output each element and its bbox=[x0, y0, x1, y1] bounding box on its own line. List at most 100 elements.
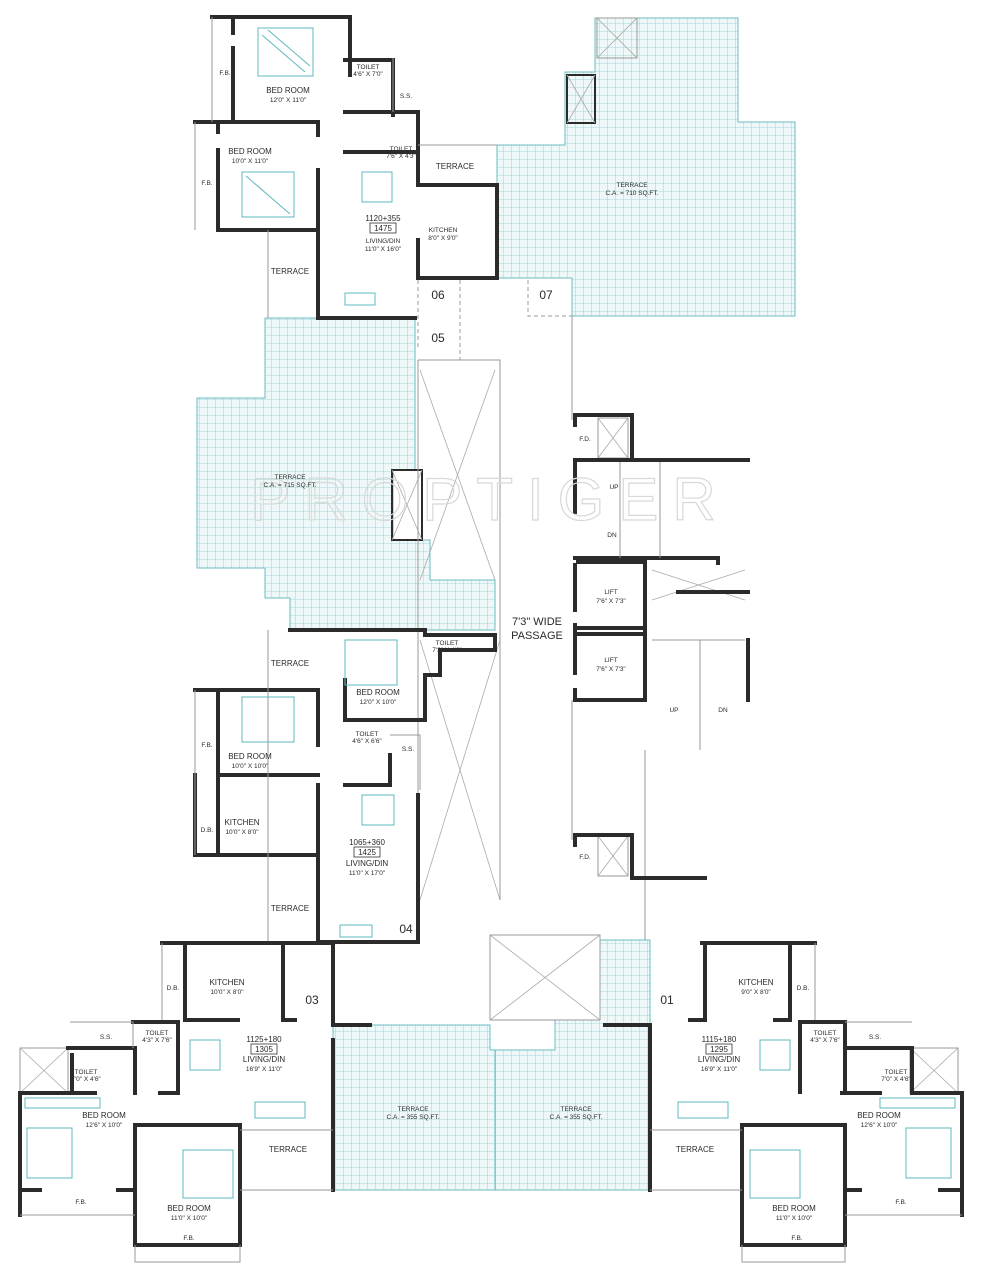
kitchen-label: KITCHEN bbox=[224, 818, 259, 827]
kitchen-size: 8'0" X 9'0" bbox=[428, 235, 458, 242]
living-size: 16'9" X 11'0" bbox=[701, 1066, 738, 1073]
fd-1-label: F.D. bbox=[579, 436, 591, 443]
passage-lines bbox=[417, 280, 646, 940]
living-size: 11'0" X 17'0" bbox=[349, 870, 386, 877]
total-area: 1305 bbox=[255, 1045, 273, 1054]
terrace-bottom-right-area bbox=[494, 939, 651, 1191]
terrace-1-label: TERRACE bbox=[271, 659, 309, 668]
terrace-05-label: TERRACE bbox=[274, 474, 306, 481]
terrace-07-label: TERRACE bbox=[616, 182, 648, 189]
unit-01: KITCHEN 9'0" X 8'0" D.B. TOILET 4'3" X 7… bbox=[676, 978, 912, 1242]
toilet-1-size: 7'3" X 4'6" bbox=[432, 647, 462, 654]
terrace-07-area bbox=[496, 17, 796, 317]
toilet-2-label: TOILET bbox=[356, 731, 379, 738]
flat-numbers: 06 07 05 04 03 01 bbox=[305, 288, 674, 1007]
bedroom-1-size: 12'0" X 10'0" bbox=[360, 699, 397, 706]
toilet-2-size: 4'6" X 6'6" bbox=[352, 738, 382, 745]
terrace-2-label: TERRACE bbox=[271, 267, 309, 276]
bedroom-2-label: BED ROOM bbox=[772, 1204, 816, 1213]
walls-core bbox=[573, 413, 750, 880]
kitchen-label: KITCHEN bbox=[738, 978, 773, 987]
toilet-1-label: TOILET bbox=[357, 64, 380, 71]
flat-05: 05 bbox=[431, 331, 445, 345]
passage-label-2: PASSAGE bbox=[511, 630, 563, 642]
terrace-label: TERRACE bbox=[676, 1145, 714, 1154]
living-label: LIVING/DIN bbox=[366, 238, 401, 245]
passage-label-1: 7'3" WIDE bbox=[512, 616, 562, 628]
bedroom-1-label: BED ROOM bbox=[82, 1111, 126, 1120]
unit-03: D.B. KITCHEN 10'0" X 8'0" S.S. TOILET 4'… bbox=[71, 978, 307, 1242]
stair-dn-2: DN bbox=[718, 707, 728, 714]
walls-unit-06 bbox=[193, 15, 499, 320]
unit-04: TERRACE BED ROOM 12'0" X 10'0" TOILET 7'… bbox=[201, 640, 463, 913]
area-breakup: 1125+180 bbox=[246, 1035, 282, 1044]
terrace-2-label: TERRACE bbox=[271, 904, 309, 913]
watermark: PROPTIGER bbox=[250, 466, 729, 533]
walls-unit-01 bbox=[603, 941, 964, 1263]
flat-04: 04 bbox=[399, 922, 413, 936]
kitchen-size: 10'0" X 8'0" bbox=[210, 989, 244, 996]
fb-2-label: F.B. bbox=[791, 1235, 802, 1242]
walls-unit-04 bbox=[193, 628, 497, 944]
total-area: 1425 bbox=[358, 848, 376, 857]
living-size: 16'9" X 11'0" bbox=[246, 1066, 283, 1073]
fb-1-label: F.B. bbox=[75, 1199, 86, 1206]
toilet-1-label: TOILET bbox=[436, 640, 459, 647]
db-label: D.B. bbox=[797, 985, 810, 992]
furniture bbox=[24, 27, 956, 1199]
stair-up-2: UP bbox=[669, 707, 678, 714]
terrace-07-area-text: C.A. = 710 SQ.FT. bbox=[606, 190, 659, 197]
bedroom-2-label: BED ROOM bbox=[228, 752, 272, 761]
db-label: D.B. bbox=[167, 985, 180, 992]
fb-label: F.B. bbox=[201, 742, 212, 749]
terrace-1-label: TERRACE bbox=[436, 162, 474, 171]
ss-label: S.S. bbox=[402, 746, 414, 753]
bedroom-1-size: 12'6" X 10'0" bbox=[861, 1122, 898, 1129]
bedroom-2-size: 11'0" X 10'0" bbox=[776, 1215, 813, 1222]
kitchen-size: 10'0" X 8'0" bbox=[225, 829, 259, 836]
bedroom-2-size: 10'0" X 11'0" bbox=[232, 158, 269, 165]
terrace-bottom-right-label: TERRACE bbox=[560, 1106, 592, 1113]
bedroom-1-size: 12'6" X 10'0" bbox=[86, 1122, 123, 1129]
ss-label: S.S. bbox=[400, 93, 412, 100]
area-breakup: 1115+180 bbox=[702, 1035, 737, 1044]
flat-01: 01 bbox=[660, 993, 674, 1007]
kitchen-label: KITCHEN bbox=[209, 978, 244, 987]
flat-06: 06 bbox=[431, 288, 445, 302]
living-size: 11'0" X 16'0" bbox=[365, 246, 402, 253]
bedroom-2-size: 10'0" X 10'0" bbox=[232, 763, 269, 770]
lift-2-size: 7'6" X 7'3" bbox=[596, 666, 626, 673]
total-area: 1295 bbox=[710, 1045, 728, 1054]
kitchen-size: 9'0" X 8'0" bbox=[741, 989, 771, 996]
toilet-1-label: TOILET bbox=[146, 1030, 169, 1037]
fb-2-label: F.B. bbox=[201, 180, 212, 187]
terrace-bottom-left-label: TERRACE bbox=[397, 1106, 429, 1113]
fb-1-label: F.B. bbox=[895, 1199, 906, 1206]
toilet-2-label: TOILET bbox=[75, 1069, 98, 1076]
flat-07: 07 bbox=[539, 288, 553, 302]
lift-2-label: LIFT bbox=[604, 657, 617, 664]
unit-06: BED ROOM 12'0" X 11'0" BED ROOM 10'0" X … bbox=[201, 64, 474, 276]
bedroom-2-label: BED ROOM bbox=[228, 147, 272, 156]
fb-1-label: F.B. bbox=[219, 70, 230, 77]
stair-up-1: UP bbox=[609, 484, 618, 491]
toilet-2-label: TOILET bbox=[885, 1069, 908, 1076]
toilet-2-size: 7'0" X 4'6" bbox=[71, 1076, 101, 1083]
terrace-bottom-left-area-text: C.A. = 355 SQ.FT. bbox=[387, 1114, 440, 1121]
terrace-bottom-right-area-text: C.A. = 355 SQ.FT. bbox=[550, 1114, 603, 1121]
bedroom-1-label: BED ROOM bbox=[266, 86, 310, 95]
living-label: LIVING/DIN bbox=[346, 859, 388, 868]
fb-2-label: F.B. bbox=[183, 1235, 194, 1242]
lift-1-label: LIFT bbox=[604, 589, 617, 596]
core: F.D. UP DN LIFT 7'6" X 7'3" LIFT 7'6" X … bbox=[511, 436, 728, 861]
living-label: LIVING/DIN bbox=[698, 1055, 740, 1064]
bedroom-2-size: 11'0" X 10'0" bbox=[171, 1215, 208, 1222]
area-breakup: 1065+360 bbox=[349, 838, 385, 847]
toilet-1-size: 4'3" X 7'6" bbox=[142, 1037, 172, 1044]
terrace-label: TERRACE bbox=[269, 1145, 307, 1154]
toilet-1-size: 4'6" X 7'0" bbox=[353, 71, 383, 78]
terrace-05-area-text: C.A. = 715 SQ.FT. bbox=[264, 482, 317, 489]
ss-label: S.S. bbox=[869, 1034, 881, 1041]
toilet-2-size: 7'6" X 4'3" bbox=[386, 153, 416, 160]
toilet-1-label: TOILET bbox=[814, 1030, 837, 1037]
